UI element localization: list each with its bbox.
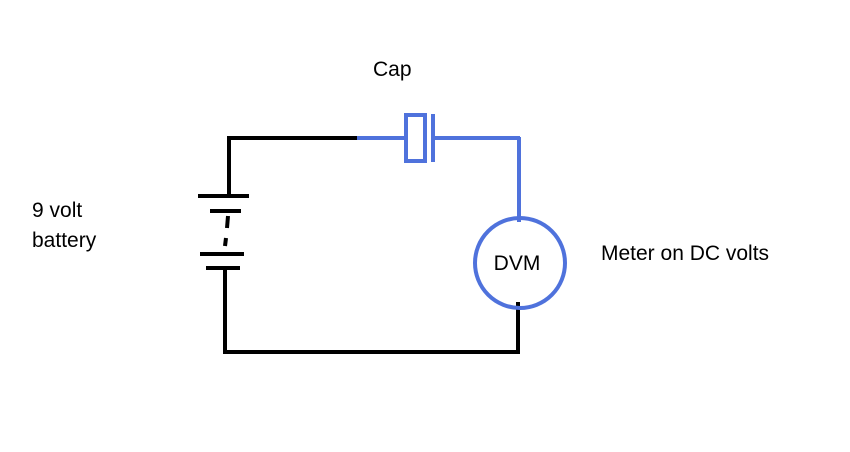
battery-dash-1 xyxy=(225,215,230,229)
meter-note-label: Meter on DC volts xyxy=(601,242,769,265)
meter-symbol-label: DVM xyxy=(494,252,541,275)
battery-label-line1: 9 volt xyxy=(32,199,82,222)
blue-wire-group xyxy=(357,136,521,222)
black-wire-group xyxy=(223,136,520,354)
capacitor-label: Cap xyxy=(373,58,412,81)
meter-circle-icon: DVM xyxy=(473,216,567,310)
battery-label-line2: battery xyxy=(32,229,97,252)
battery-symbol-icon xyxy=(198,194,249,270)
capacitor-symbol-icon xyxy=(404,113,435,163)
capacitor-plate-box xyxy=(404,113,427,163)
battery-dash-2 xyxy=(223,237,228,247)
meter-circle xyxy=(473,216,567,310)
